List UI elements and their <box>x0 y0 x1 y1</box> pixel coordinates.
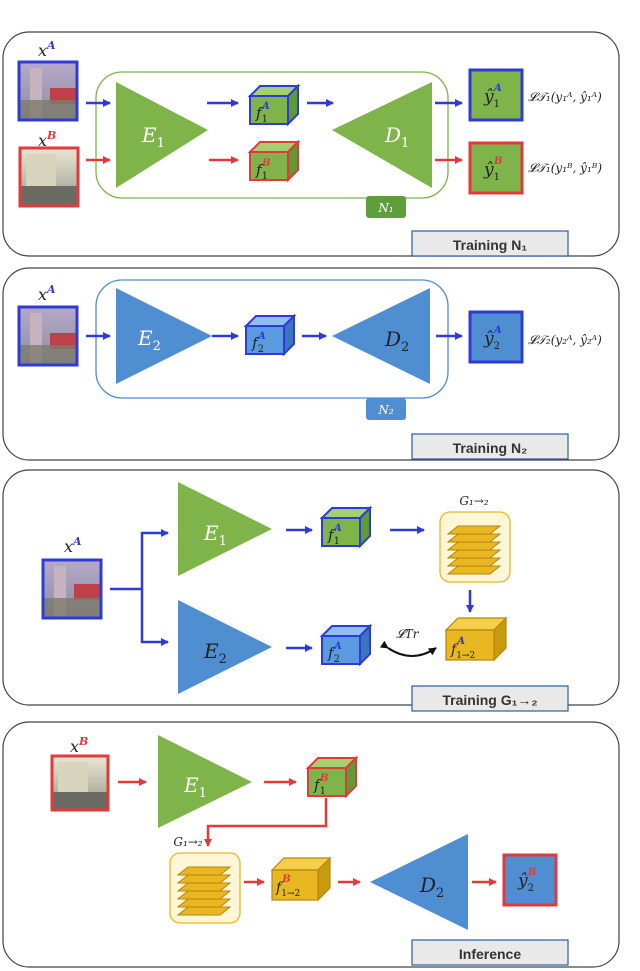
encoder-e2 <box>178 600 272 694</box>
loss-label: 𝓛Tr <box>396 627 420 641</box>
output-y2a-label: ŷ2A <box>483 325 502 352</box>
encoder-e2-label: E2 <box>137 326 161 354</box>
feature-f1a-label: f1A <box>327 523 342 547</box>
panel-training-n1: N₁ xA xB E1 f1A <box>2 31 620 257</box>
encoder-e2 <box>116 288 212 384</box>
panel-title-tag <box>411 230 569 257</box>
feature-f12a-label: f1→2A <box>450 636 475 661</box>
network-n1-tag-label: N₁ <box>377 201 393 215</box>
panel-inference: xB E1 f1B G₁→₂ <box>2 721 620 968</box>
panel-title-tag <box>411 433 569 460</box>
loss-b-label: 𝓛𝒯₁(y₁ᴮ, ŷ₁ᴮ) <box>528 161 602 175</box>
input-a-label: xA <box>38 283 56 304</box>
output-y2b-label: ŷ2B <box>517 867 536 894</box>
feature-f1b-label: f1B <box>255 158 270 182</box>
feature-cube-icon <box>247 139 301 183</box>
network-n2-container <box>95 279 449 399</box>
panel-title: Training N₂ <box>453 440 528 456</box>
input-a-label: xA <box>64 535 82 556</box>
feature-cube-icon <box>444 616 508 662</box>
loss-double-arrow-icon <box>379 640 437 657</box>
panel-title: Inference <box>459 946 521 962</box>
decoder-d2 <box>332 288 430 384</box>
loss-a-label: 𝓛𝒯₁(y₁ᴬ, ŷ₁ᴬ) <box>528 90 602 104</box>
encoder-e1 <box>116 82 208 188</box>
feature-cube-icon <box>319 505 373 549</box>
feature-f2a-label: f2A <box>251 331 266 355</box>
image-a-thumbnail <box>17 305 79 367</box>
arrow-right-icon <box>110 529 169 591</box>
panel-training-g: xA E1 E2 f1A f2A G₁→₂ <box>2 469 620 712</box>
input-a-label: xA <box>38 39 56 60</box>
feature-cube-icon <box>270 856 332 902</box>
arrow-down-icon <box>204 798 328 847</box>
feature-cube-icon <box>243 313 297 357</box>
panel-title: Training N₁ <box>453 237 527 253</box>
input-b-label: xB <box>70 735 88 756</box>
feature-f1b-label: f1B <box>313 773 328 797</box>
image-a-thumbnail <box>41 558 103 620</box>
output-y1a <box>468 68 524 122</box>
encoder-e1-label: E1 <box>183 773 207 801</box>
decoder-d2-label: D2 <box>419 873 444 901</box>
network-n2-tag <box>366 398 406 420</box>
output-y1b <box>468 141 524 195</box>
decoder-d1-label: D1 <box>384 123 409 151</box>
encoder-e1 <box>178 482 272 576</box>
encoder-e2-label: E2 <box>203 639 227 667</box>
feature-cube-icon <box>247 83 301 127</box>
encoder-e1 <box>158 735 252 828</box>
output-y1b-label: ŷ1B <box>483 156 502 183</box>
encoder-e1-label: E1 <box>141 123 165 151</box>
arrow-right-icon <box>140 589 169 646</box>
panel-training-n2: N₂ xA E2 f2A D2 ŷ2A 𝓛𝒯₂(y₂ᴬ, ŷ₂ᴬ) Traini… <box>2 267 620 461</box>
translator-label: G₁→₂ <box>173 835 202 849</box>
feature-cube-icon <box>305 755 359 799</box>
image-b-thumbnail <box>50 754 110 812</box>
network-n1-container <box>95 71 449 199</box>
decoder-d2 <box>370 834 468 930</box>
image-a-thumbnail <box>17 60 79 122</box>
feature-f1a-label: f1A <box>255 101 270 125</box>
panel-title: Training G₁→₂ <box>442 692 537 708</box>
image-b-thumbnail <box>18 146 80 208</box>
network-n1-tag <box>366 196 406 218</box>
translator-label: G₁→₂ <box>459 494 488 508</box>
feature-cube-icon <box>319 623 373 667</box>
decoder-d2-label: D2 <box>384 327 409 355</box>
panel-title-tag <box>411 685 569 712</box>
stacked-layers-icon <box>439 511 511 583</box>
output-y2b <box>502 853 558 907</box>
panel-frame <box>2 31 620 257</box>
encoder-e1-label: E1 <box>203 521 227 549</box>
decoder-d1 <box>332 82 432 188</box>
input-b-label: xB <box>38 129 56 150</box>
output-y1a-label: ŷ1A <box>483 83 502 110</box>
output-y2a <box>468 310 524 364</box>
loss-label: 𝓛𝒯₂(y₂ᴬ, ŷ₂ᴬ) <box>528 333 602 347</box>
network-n2-tag-label: N₂ <box>377 403 394 417</box>
stacked-layers-icon <box>169 852 241 924</box>
feature-f2a-label: f2A <box>327 641 342 665</box>
feature-f12b-label: f1→2B <box>275 874 300 899</box>
panel-title-tag <box>411 939 569 966</box>
